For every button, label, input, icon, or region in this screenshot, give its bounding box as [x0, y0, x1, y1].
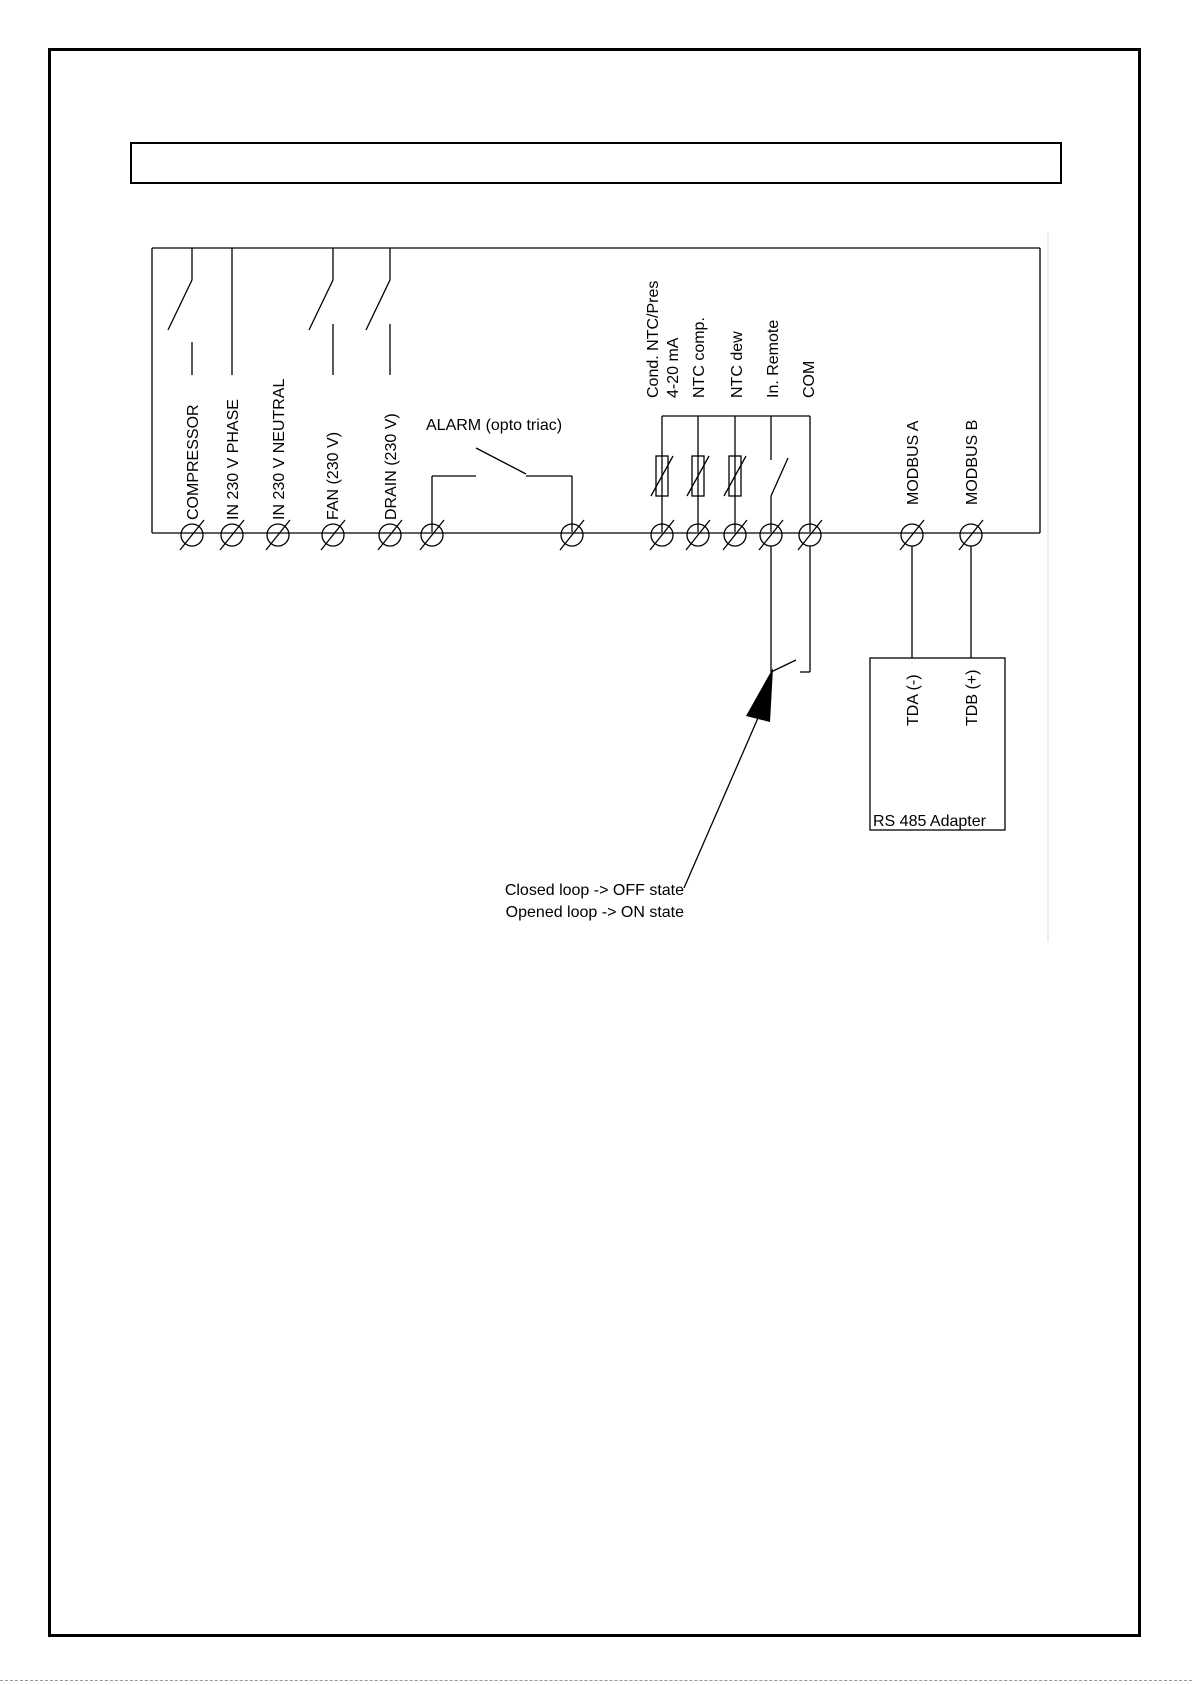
screw-com: [798, 520, 822, 550]
remote-note: Closed loop -> OFF state Opened loop -> …: [505, 882, 684, 921]
terminal-screws: [180, 520, 983, 550]
sensor-wiring: [651, 416, 810, 532]
label-ntc-dew: NTC dew: [729, 331, 746, 398]
screw-drain: [378, 520, 402, 550]
label-neutral: IN 230 V NEUTRAL: [271, 379, 288, 520]
screw-neutral: [266, 520, 290, 550]
remote-switch-loop: [684, 546, 810, 888]
screw-fan: [321, 520, 345, 550]
page-bottom-rule: [0, 1680, 1192, 1681]
screw-ntc-comp: [686, 520, 710, 550]
label-compressor: COMPRESSOR: [185, 404, 202, 520]
screw-alarm-1: [420, 520, 444, 550]
label-modbus-a: MODBUS A: [905, 420, 922, 505]
controller-housing: [152, 232, 1048, 942]
label-4-20ma: 4-20 mA: [665, 337, 682, 398]
terminal-labels: COMPRESSOR IN 230 V PHASE IN 230 V NEUTR…: [185, 379, 400, 520]
screw-cond-ntc: [650, 520, 674, 550]
label-drain: DRAIN (230 V): [383, 413, 400, 520]
relay-contacts: [168, 248, 390, 375]
adapter-pin-tdb: TDB (+): [964, 670, 981, 726]
screw-compressor: [180, 520, 204, 550]
alarm-label: ALARM (opto triac): [426, 417, 562, 434]
screw-modbus-b: [959, 520, 983, 550]
label-ntc-comp: NTC comp.: [691, 317, 708, 398]
rs485-adapter: TDA (-) TDB (+) RS 485 Adapter: [870, 546, 1005, 830]
note-opened-loop: Opened loop -> ON state: [506, 904, 684, 921]
label-cond-ntc: Cond. NTC/Pres: [645, 281, 662, 398]
screw-modbus-a: [900, 520, 924, 550]
adapter-name: RS 485 Adapter: [873, 813, 987, 830]
label-fan: FAN (230 V): [325, 432, 342, 520]
screw-phase: [220, 520, 244, 550]
label-modbus-b: MODBUS B: [964, 420, 981, 505]
label-com: COM: [801, 361, 818, 398]
label-phase: IN 230 V PHASE: [225, 399, 242, 520]
label-in-remote: In. Remote: [765, 320, 782, 398]
screw-in-remote: [759, 520, 783, 550]
sensor-labels: Cond. NTC/Pres 4-20 mA NTC comp. NTC dew…: [645, 281, 818, 398]
modbus-labels: MODBUS A MODBUS B: [905, 420, 981, 505]
note-closed-loop: Closed loop -> OFF state: [505, 882, 684, 899]
adapter-pin-tda: TDA (-): [905, 674, 922, 726]
alarm-contact: ALARM (opto triac): [426, 417, 572, 532]
screw-alarm-2: [560, 520, 584, 550]
arrow-head: [746, 668, 773, 722]
screw-ntc-dew: [723, 520, 747, 550]
